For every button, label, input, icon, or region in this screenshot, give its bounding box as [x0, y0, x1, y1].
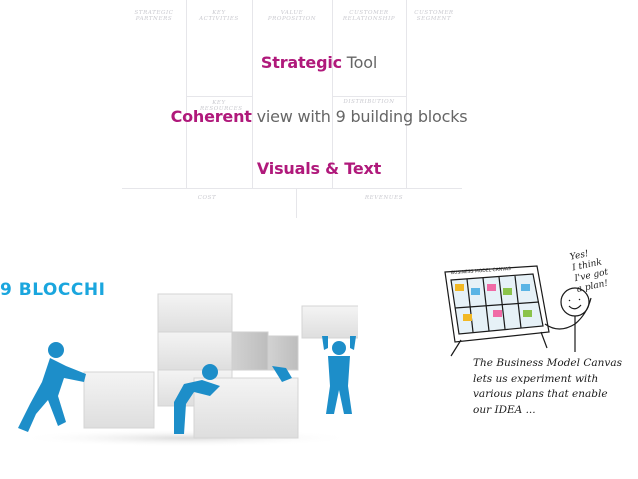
- canvas-label-revenues: REVENUES: [364, 195, 404, 201]
- block: [83, 371, 155, 429]
- sticky-notes: [455, 284, 532, 321]
- figure-pushing-middle: [174, 364, 292, 434]
- canvas-label-partners: STRATEGIC PARTNERS: [134, 10, 174, 22]
- headline-text: Tool: [341, 53, 378, 72]
- blocchi-title: 9 BLOCCHI: [0, 280, 106, 300]
- grid-line: [252, 0, 253, 188]
- canvas-label-segment: CUSTOMER SEGMENT: [414, 10, 454, 22]
- sketch-caption: The Business Model Canvas lets us experi…: [473, 356, 633, 418]
- headline-emphasis: Strategic: [260, 53, 342, 72]
- block: [157, 293, 233, 333]
- headline-strategic-tool: Strategic Tool: [0, 53, 638, 72]
- block: [267, 335, 299, 371]
- canvas-sketch: BUSINESS MODEL CANVAS Yes! I think I've …: [437, 244, 638, 430]
- figure-pushing-left: [18, 342, 86, 432]
- canvas-label-activities: KEY ACTIVITIES: [199, 10, 239, 22]
- canvas-label-resources: KEY RESOURCES: [200, 100, 243, 112]
- caption-line: our IDEA ...: [473, 403, 536, 416]
- business-model-canvas: STRATEGIC PARTNERS KEY ACTIVITIES VALUE …: [122, 0, 462, 218]
- grid-line: [332, 96, 406, 97]
- headline-emphasis: Visuals & Text: [256, 159, 382, 178]
- block: [301, 305, 358, 339]
- canvas-label-distribution: DISTRIBUTION: [343, 99, 395, 105]
- block: [231, 331, 269, 371]
- canvas-label-value: VALUE PROPOSITION: [267, 10, 317, 22]
- caption-line: various plans that enable: [473, 388, 608, 400]
- building-blocks-illustration: [16, 293, 358, 446]
- sketch-drawing: [444, 265, 592, 357]
- headline-text: view with 9 building blocks: [251, 107, 468, 126]
- grid-line: [186, 96, 252, 97]
- block: [157, 331, 233, 371]
- grid-line: [186, 0, 187, 188]
- canvas-label-cost: COST: [197, 195, 217, 201]
- grid-line: [332, 0, 333, 188]
- caption-line: The Business Model Canvas: [473, 357, 622, 369]
- grid-line: [406, 0, 407, 188]
- headline-coherent-view: Coherent view with 9 building blocks: [0, 107, 638, 126]
- figure-lifting-right: [322, 336, 356, 414]
- floor-shadow: [16, 429, 356, 446]
- headline-emphasis: Coherent: [170, 107, 252, 126]
- canvas-label-relationship: CUSTOMER RELATIONSHIP: [342, 10, 396, 22]
- grid-line: [122, 188, 462, 189]
- grid-line: [296, 188, 297, 218]
- caption-line: lets us experiment with: [473, 372, 599, 385]
- headline-visuals-text: Visuals & Text: [0, 159, 638, 178]
- block-stack: [157, 293, 299, 407]
